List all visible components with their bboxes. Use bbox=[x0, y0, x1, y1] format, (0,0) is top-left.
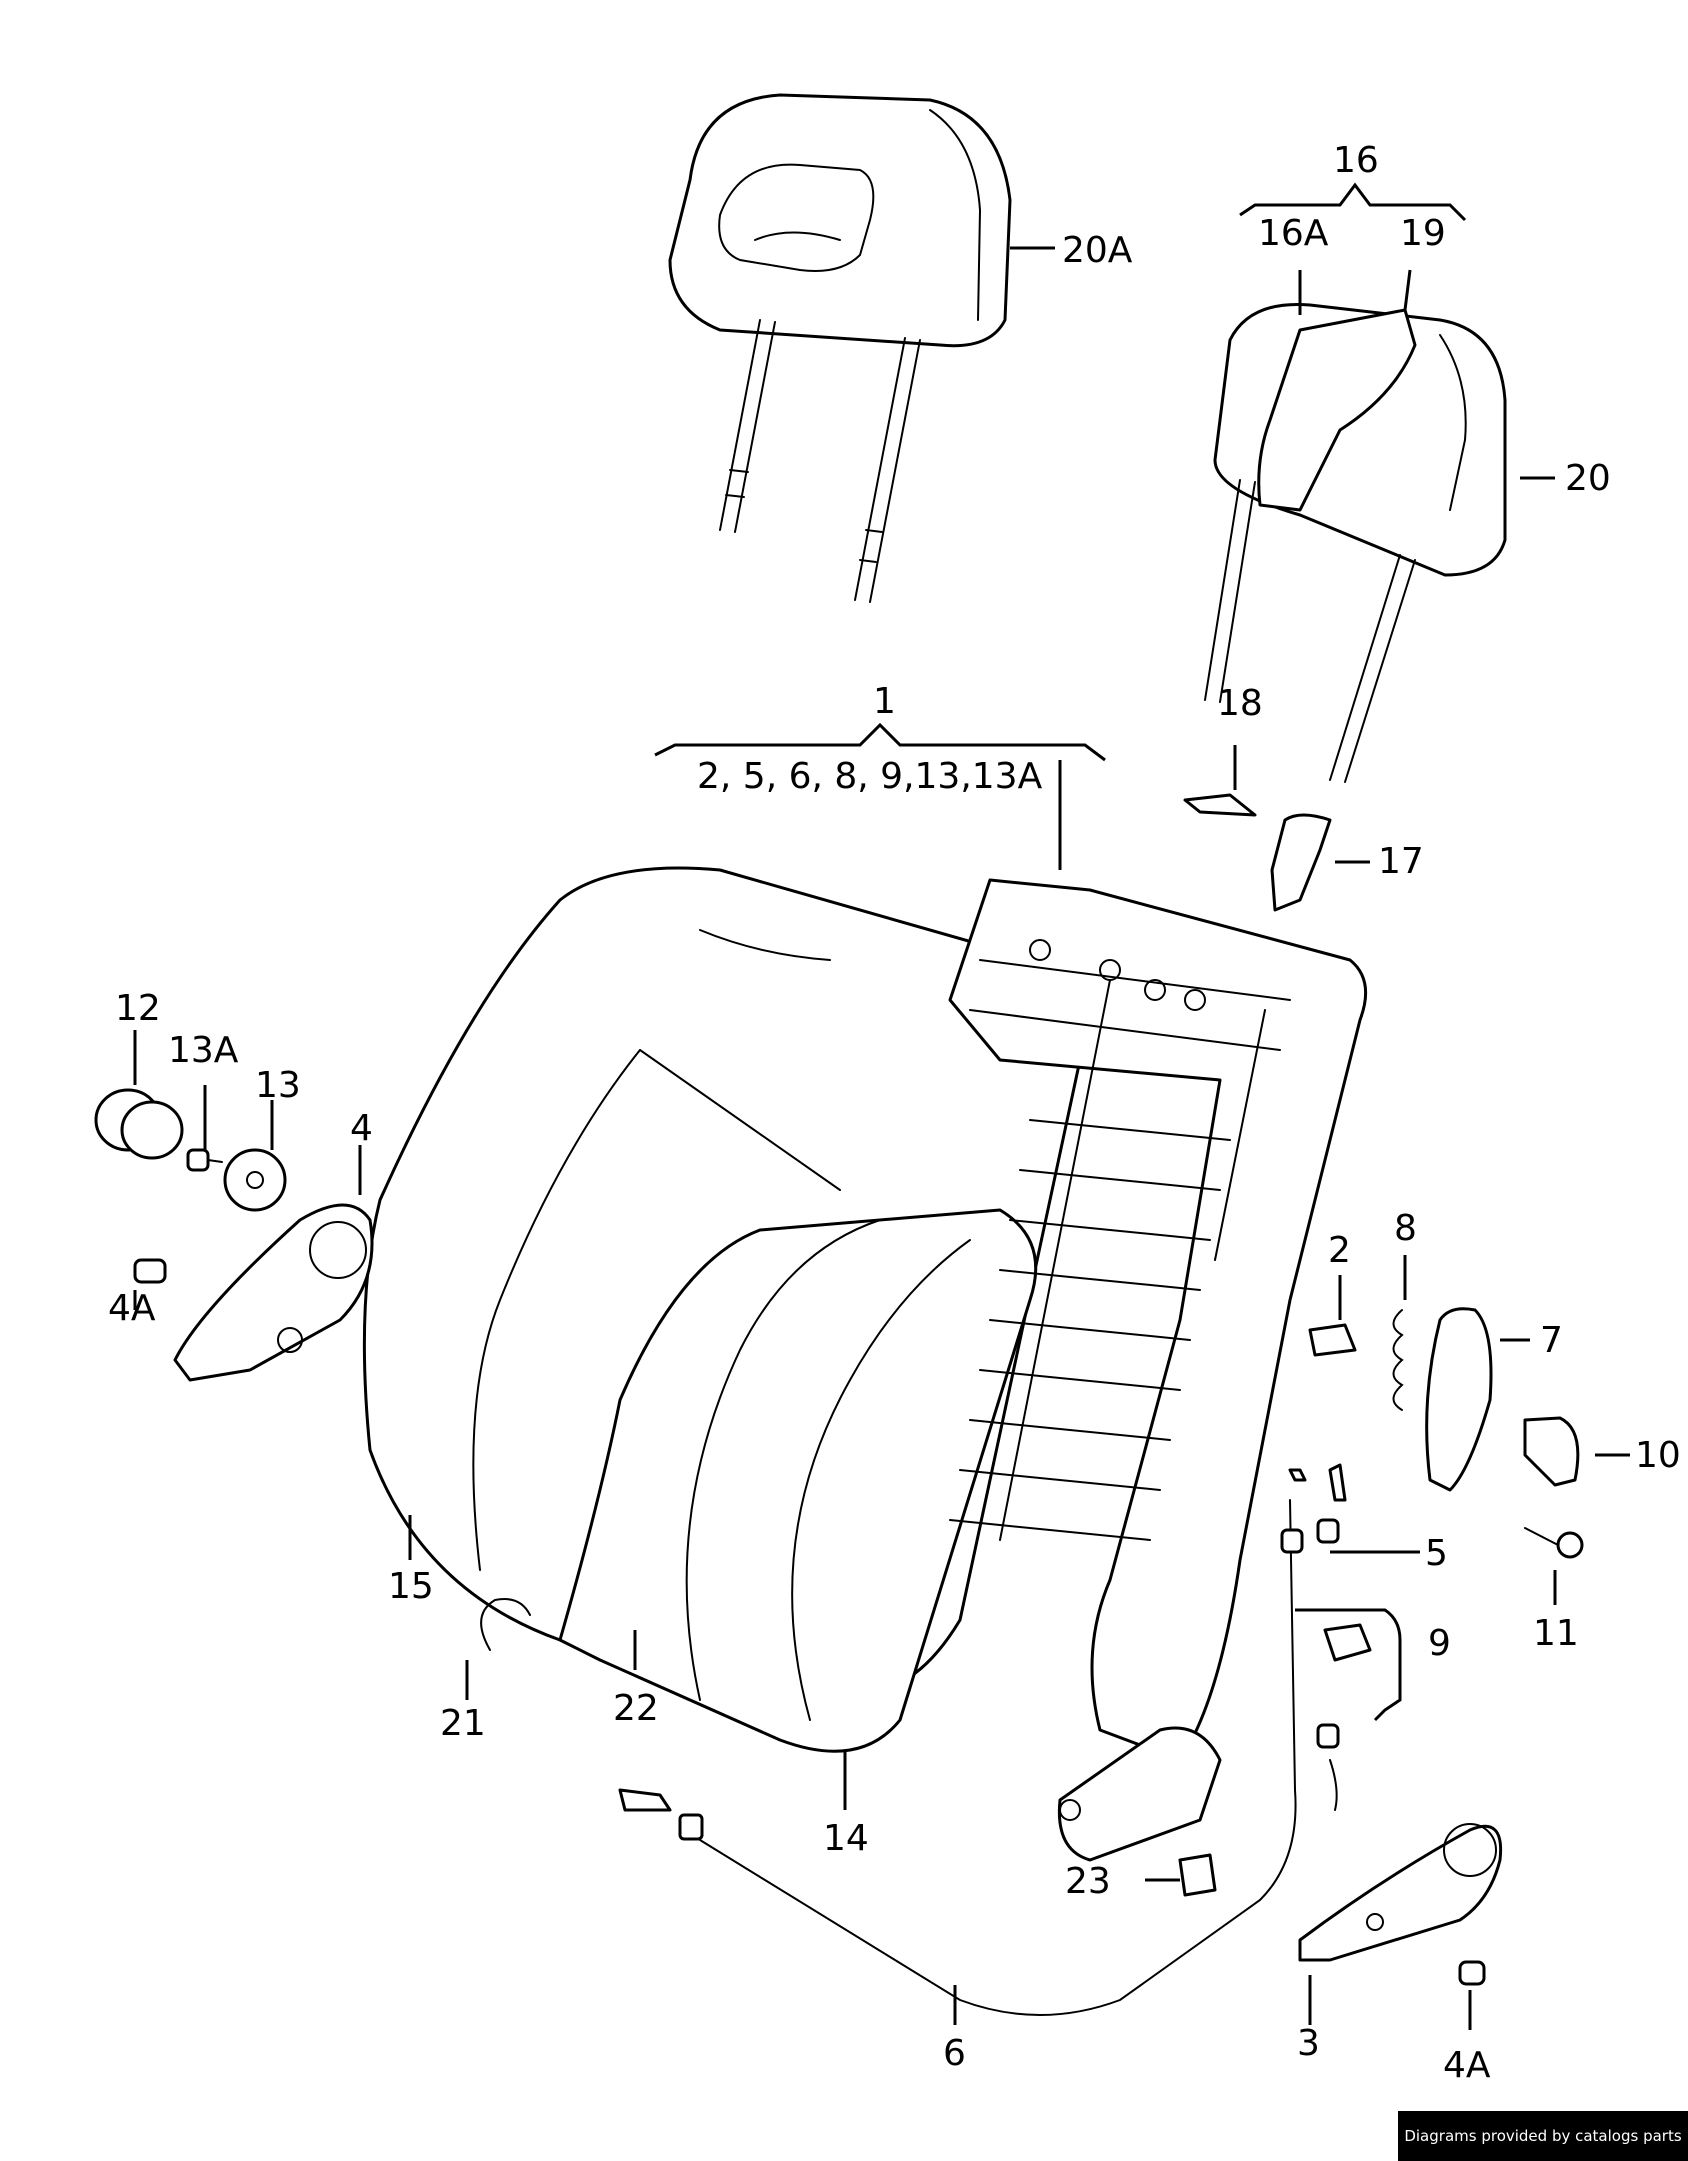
headrest-20a bbox=[668, 93, 1012, 603]
screw-11 bbox=[1524, 1527, 1584, 1559]
callout-23: 23 bbox=[1065, 1861, 1111, 1902]
callout-17: 17 bbox=[1378, 841, 1424, 882]
callout-21: 21 bbox=[440, 1703, 486, 1744]
clip-23 bbox=[1178, 1853, 1217, 1897]
callout-5: 5 bbox=[1425, 1533, 1448, 1574]
callout-16: 16 bbox=[1333, 140, 1379, 181]
callout-7: 7 bbox=[1540, 1320, 1563, 1361]
callout-18: 18 bbox=[1217, 683, 1263, 724]
callout-8: 8 bbox=[1394, 1208, 1417, 1249]
clip-2 bbox=[1308, 1323, 1357, 1357]
callout-10: 10 bbox=[1635, 1435, 1681, 1476]
callout-2: 2 bbox=[1328, 1230, 1351, 1271]
callout-1-group: 2, 5, 6, 8, 9,13,13A bbox=[697, 756, 1043, 797]
ring-21 bbox=[480, 1598, 531, 1651]
callout-4a-right: 4A bbox=[1443, 2045, 1491, 2086]
callout-9: 9 bbox=[1428, 1623, 1451, 1664]
handwheel-cap-12 bbox=[94, 1088, 184, 1160]
pin-4a-left bbox=[133, 1258, 167, 1284]
callout-19: 19 bbox=[1400, 213, 1446, 254]
callout-20a: 20A bbox=[1062, 230, 1133, 271]
pin-4a-right bbox=[1458, 1960, 1486, 1986]
callout-15: 15 bbox=[388, 1566, 434, 1607]
callout-3: 3 bbox=[1297, 2023, 1320, 2064]
trim-panel-4 bbox=[173, 1203, 374, 1382]
backrest-frame-1 bbox=[948, 878, 1368, 1762]
callout-1: 1 bbox=[873, 681, 896, 722]
callout-13: 13 bbox=[255, 1065, 301, 1106]
callout-4: 4 bbox=[350, 1108, 373, 1149]
gear-disc-13 bbox=[223, 1148, 287, 1212]
cable-ends-5-9 bbox=[1280, 1463, 1372, 1811]
callout-4a-left: 4A bbox=[108, 1288, 156, 1329]
trim-panel-3 bbox=[1298, 1823, 1503, 1962]
callout-6: 6 bbox=[943, 2033, 966, 2074]
callout-labels: 1 2, 5, 6, 8, 9,13,13A 16 16A 19 20A 20 … bbox=[108, 140, 1681, 2086]
callout-12: 12 bbox=[115, 988, 161, 1029]
leader-lines bbox=[133, 182, 1630, 2030]
headrest-20 bbox=[1204, 302, 1507, 783]
callout-16a: 16A bbox=[1258, 213, 1329, 254]
frame-slats bbox=[949, 1119, 1231, 1541]
spring-8 bbox=[1392, 1309, 1404, 1411]
retainer-17 bbox=[1270, 813, 1332, 912]
backrest-padding-14 bbox=[558, 1208, 1038, 1753]
pad-18 bbox=[1183, 793, 1257, 817]
callout-13a: 13A bbox=[168, 1030, 239, 1071]
callout-11: 11 bbox=[1533, 1613, 1579, 1654]
callout-20: 20 bbox=[1565, 458, 1611, 499]
release-lever-7 bbox=[1425, 1307, 1493, 1492]
bolt-13a bbox=[186, 1148, 223, 1172]
callout-22: 22 bbox=[613, 1688, 659, 1729]
cap-10 bbox=[1523, 1416, 1580, 1487]
hinge-bracket-6 bbox=[618, 1499, 1297, 2016]
callout-14: 14 bbox=[823, 1818, 869, 1859]
credit-footer: Diagrams provided by catalogs parts bbox=[1398, 2111, 1688, 2161]
